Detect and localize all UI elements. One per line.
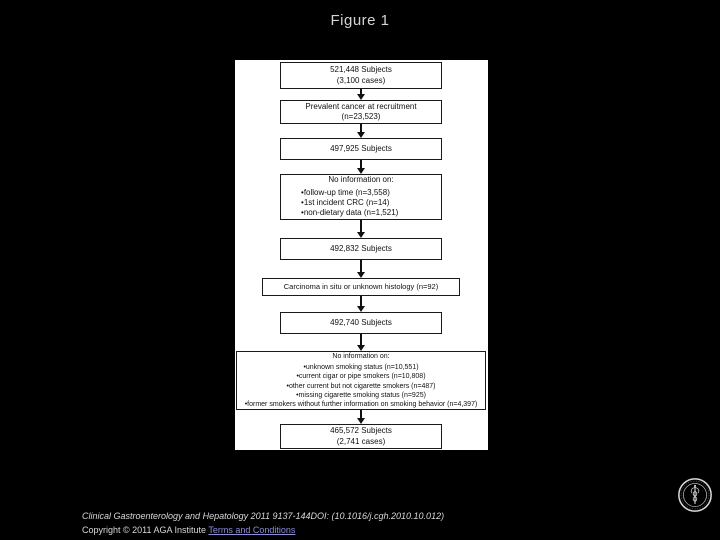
flow-node-subjects-492740: 492,740 Subjects <box>280 312 442 334</box>
aga-institute-seal-icon <box>678 478 712 512</box>
flow-node-line: 492,832 Subjects <box>330 243 392 253</box>
exclusion-item: current cigar or pipe smokers (n=10,808) <box>237 372 485 381</box>
flow-node-line: 465,572 Subjects <box>330 426 392 436</box>
flow-arrow-icon <box>356 260 366 278</box>
exclusion-item: non-dietary data (n=1,521) <box>301 208 441 218</box>
flowchart-panel: 521,448 Subjects (3,100 cases) Prevalent… <box>235 60 488 450</box>
flow-node-line: (3,100 cases) <box>336 75 386 85</box>
journal-citation: Clinical Gastroenterology and Hepatology… <box>82 511 445 521</box>
flow-node-line: (n=23,523) <box>341 112 381 121</box>
exclusion-list: follow-up time (n=3,558) 1st incident CR… <box>301 188 441 219</box>
flow-node-line: 521,448 Subjects <box>330 65 392 75</box>
flow-arrow-icon <box>356 410 366 424</box>
flow-arrow-icon <box>356 334 366 351</box>
copyright-text: Copyright © 2011 AGA Institute <box>82 525 209 535</box>
exclusion-item: 1st incident CRC (n=14) <box>301 198 441 208</box>
flow-arrow-icon <box>356 296 366 312</box>
flow-node-line: 492,740 Subjects <box>330 317 392 327</box>
flow-node-line: (2,741 cases) <box>336 436 386 446</box>
flow-node-final-cohort: 465,572 Subjects (2,741 cases) <box>280 424 442 449</box>
flow-node-exclusion-no-information-1: No information on: follow-up time (n=3,5… <box>280 174 442 220</box>
exclusion-item: missing cigarette smoking status (n=925) <box>237 391 485 400</box>
exclusion-item: other current but not cigarette smokers … <box>237 382 485 391</box>
flow-node-subjects-492832: 492,832 Subjects <box>280 238 442 260</box>
flow-arrow-icon <box>356 220 366 238</box>
flow-node-exclusion-no-information-2: No information on: unknown smoking statu… <box>236 351 486 410</box>
flow-arrow-icon <box>356 160 366 174</box>
terms-and-conditions-link[interactable]: Terms and Conditions <box>208 525 296 535</box>
flow-node-initial-cohort: 521,448 Subjects (3,100 cases) <box>280 62 442 89</box>
flow-node-exclusion-carcinoma-in-situ: Carcinoma in situ or unknown histology (… <box>262 278 460 296</box>
exclusion-list: unknown smoking status (n=10,551) curren… <box>237 363 485 408</box>
flow-node-subjects-497925: 497,925 Subjects <box>280 138 442 160</box>
flow-node-exclusion-prevalent-cancer: Prevalent cancer at recruitment (n=23,52… <box>280 100 442 124</box>
flow-arrow-icon <box>356 89 366 100</box>
copyright-line: Copyright © 2011 AGA Institute Terms and… <box>82 525 295 535</box>
flow-node-line: 497,925 Subjects <box>330 143 392 153</box>
flow-node-line: Carcinoma in situ or unknown histology (… <box>283 282 439 292</box>
exclusion-item: former smokers without further informati… <box>237 400 485 409</box>
exclusion-item: follow-up time (n=3,558) <box>301 188 441 198</box>
figure-title: Figure 1 <box>330 12 390 29</box>
flow-node-line: Prevalent cancer at recruitment <box>305 101 417 111</box>
flow-node-heading: No information on: <box>332 353 390 361</box>
exclusion-item: unknown smoking status (n=10,551) <box>237 363 485 372</box>
flow-arrow-icon <box>356 124 366 138</box>
flow-node-heading: No information on: <box>328 175 394 185</box>
